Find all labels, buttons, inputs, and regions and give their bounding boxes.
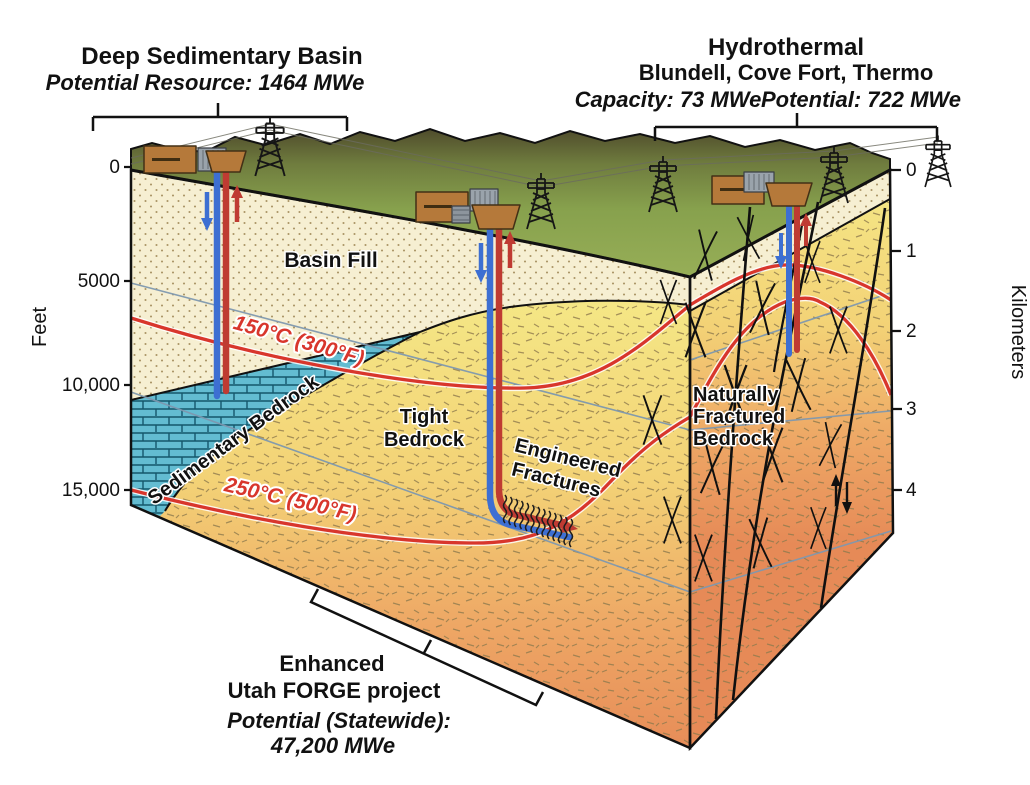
hydrothermal-sites: Blundell, Cove Fort, Thermo (639, 60, 934, 85)
annotation-brackets (91, 103, 939, 707)
fault-lines (714, 201, 887, 720)
naturally-fractured-label-3: Bedrock (693, 428, 774, 450)
enhanced-annotation: Enhanced Utah FORGE project Potential (S… (227, 651, 451, 758)
well-utah-forge (475, 218, 578, 548)
right-axis: 0 1 2 3 4 Kilometers (891, 160, 1029, 501)
basin-fill-label: Basin Fill (284, 249, 377, 272)
well-deep-sedimentary (201, 158, 243, 400)
isotherm-150-right (689, 263, 892, 307)
right-axis-ticks (891, 168, 902, 492)
tight-bedrock-label-2: Bedrock (384, 429, 465, 451)
hydrothermal-potential: Potential: 722 MWe (761, 87, 961, 112)
enhanced-bracket (309, 588, 545, 707)
surface-green (131, 129, 890, 277)
left-axis-ticks (124, 165, 132, 492)
fault-slip-arrows (831, 474, 852, 514)
left-tick-5000: 5000 (78, 271, 120, 292)
power-plant-hydrothermal (711, 171, 813, 207)
surface-face (130, 123, 939, 277)
power-plant-deep-basin (143, 145, 247, 174)
left-axis: 0 5000 10,000 15,000 Feet (29, 157, 132, 501)
right-tick-3: 3 (906, 399, 917, 420)
engineered-fracture-marks (502, 494, 574, 548)
isotherm-lines (130, 261, 894, 547)
naturally-fractured-label-2: Fractured (693, 406, 785, 428)
tight-bedrock-label-1: Tight (400, 406, 449, 428)
deep-basin-title: Deep Sedimentary Basin (81, 43, 362, 70)
right-tick-1: 1 (906, 241, 917, 262)
left-tick-10000: 10,000 (62, 375, 120, 396)
right-tick-4: 4 (906, 480, 917, 501)
hydrothermal-capacity: Capacity: 73 MWe (575, 87, 762, 112)
naturally-fractured-label-1: Naturally (693, 384, 779, 406)
deep-basin-bracket (91, 103, 349, 131)
wellhead-building-icon (765, 182, 813, 207)
hydrothermal-title: Hydrothermal (708, 34, 864, 61)
wellhead-building-icon (471, 204, 521, 230)
power-plant-forge (415, 188, 521, 230)
hydrothermal-annotation: Hydrothermal Blundell, Cove Fort, Thermo… (575, 34, 961, 112)
deep-basin-subtitle: Potential Resource: 1464 MWe (46, 70, 365, 95)
well-hydrothermal (775, 197, 812, 357)
enhanced-project: Utah FORGE project (228, 678, 441, 703)
power-lines (130, 123, 939, 188)
right-tick-2: 2 (906, 321, 917, 342)
front-face (131, 170, 690, 748)
hydrothermal-bracket (653, 113, 939, 141)
right-tick-0: 0 (906, 160, 917, 181)
right-axis-label: Kilometers (1007, 285, 1029, 379)
cold-injection-pipe (486, 218, 573, 541)
enhanced-title: Enhanced (279, 651, 384, 676)
depth-reference-lines (130, 282, 892, 593)
enhanced-potential-label: Potential (Statewide): (227, 708, 451, 733)
left-axis-label: Feet (29, 307, 51, 347)
isotherm-250-front (130, 415, 691, 545)
wellhead-building-icon (205, 150, 247, 173)
left-tick-15000: 15,000 (62, 480, 120, 501)
enhanced-potential-value: 47,200 MWe (270, 733, 395, 758)
mountain-skyline (130, 127, 891, 170)
left-tick-0: 0 (109, 157, 120, 178)
deep-basin-annotation: Deep Sedimentary Basin Potential Resourc… (46, 43, 365, 95)
